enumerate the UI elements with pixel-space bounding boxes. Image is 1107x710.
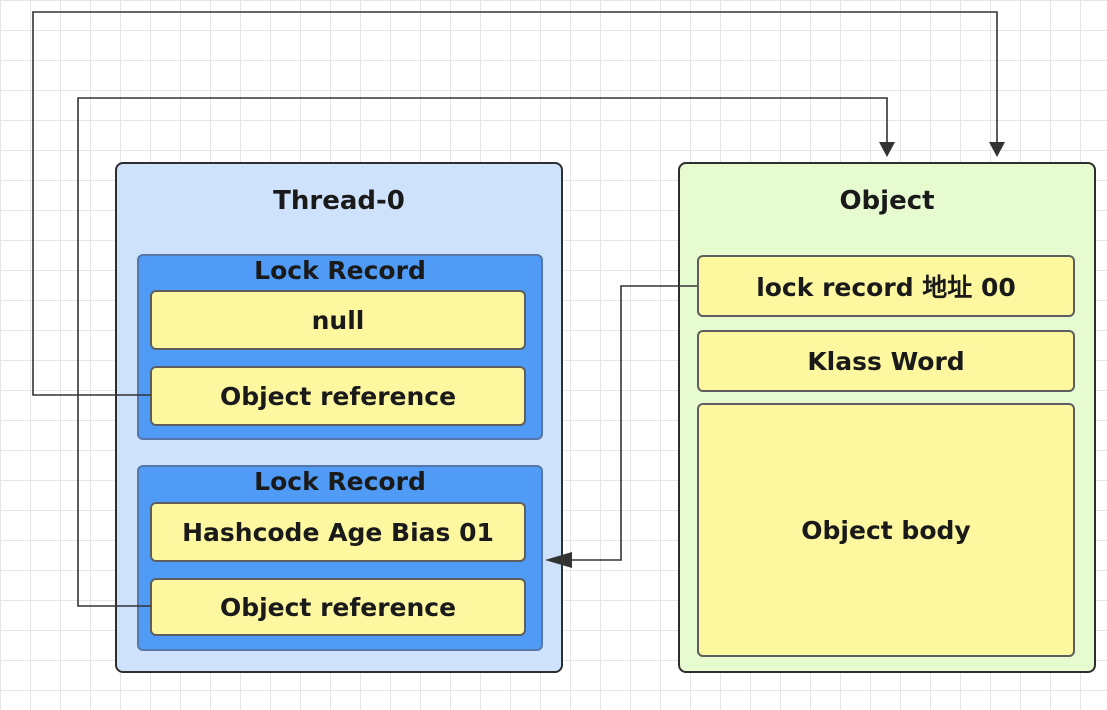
object-mark-word-label: lock record 地址 00 bbox=[756, 273, 1016, 302]
lock-record-1-object-reference: Object reference bbox=[150, 366, 526, 426]
lock-record-1-null-field: null bbox=[150, 290, 526, 350]
object-body-label: Object body bbox=[801, 515, 971, 545]
lock-record-1-title: Lock Record bbox=[254, 256, 426, 285]
lock-record-2-hashcode-field: Hashcode Age Bias 01 bbox=[150, 502, 526, 562]
arrow-head-object-1 bbox=[989, 142, 1005, 157]
lock-record-1-reference-label: Object reference bbox=[219, 381, 457, 411]
lock-record-2-title: Lock Record bbox=[254, 467, 426, 496]
lock-record-2-reference-label: Object reference bbox=[219, 592, 457, 622]
object-klass-word-field: Klass Word bbox=[697, 330, 1075, 392]
object-title: Object bbox=[839, 186, 935, 216]
arrow-head-object-2 bbox=[879, 142, 895, 157]
object-klass-word-label: Klass Word bbox=[807, 346, 965, 376]
object-body-field: Object body bbox=[697, 403, 1075, 657]
object-mark-word-field: lock record 地址 00 bbox=[697, 255, 1075, 317]
thread-title: Thread-0 bbox=[273, 186, 405, 216]
lock-record-1-null-label: null bbox=[311, 305, 365, 335]
lock-record-2-object-reference: Object reference bbox=[150, 578, 526, 636]
lock-record-2-hashcode-label: Hashcode Age Bias 01 bbox=[182, 517, 494, 547]
